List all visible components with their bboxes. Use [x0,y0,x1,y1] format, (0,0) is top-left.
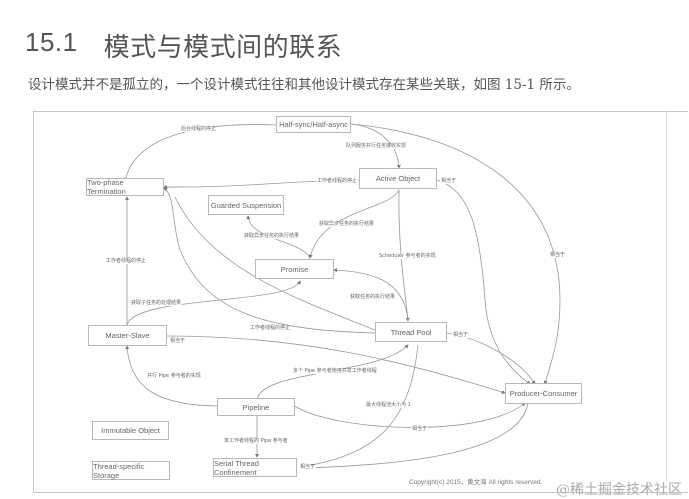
edge-label: 多个 Pipe 参与者使用共享工作者线程 [292,368,378,374]
section-heading: 15.1 模式与模式间的联系 [25,27,342,64]
edge-activeobject-producer [436,179,531,385]
edge-label: 相当于 [169,338,187,344]
edge-threadpool-serial [299,344,419,469]
intro-paragraph: 设计模式并不是孤立的，一个设计模式往往和其他设计模式存在某些关联，如图 15-1… [28,77,580,93]
node-two-phase-termination: Two-phase Termination [86,178,164,196]
node-producer-consumer: Producer-Consumer [505,383,582,404]
section-title: 模式与模式间的联系 [103,33,343,63]
node-immutable-object: Immutable Object [92,421,169,440]
figure-copyright: Copyright(c) 2015，黄文海 All rights reserve… [409,479,543,486]
node-thread-specific-storage: Thread-specific Storage [92,461,170,480]
edge-label: 工作者线程的停止 [316,178,359,184]
figure-frame [33,111,688,493]
edge-twophase-threadpool-curve [174,196,376,331]
edge-label: 获取异步任务的执行结果 [243,233,301,239]
node-promise: Promise [255,259,334,279]
edge-halfsync-twophase [123,124,277,182]
section-number: 15.1 [25,27,78,57]
edge-label: Scheduler 参与者的实现 [378,253,437,259]
node-guarded-suspension: Guarded Suspension [208,195,284,215]
edge-halfsync-activeobject [350,123,401,169]
edge-producer-serial [299,402,529,470]
node-half-sync-half-async: Half-sync/Half-async [276,116,351,133]
edge-label: 相当于 [549,252,567,258]
edge-label: 相当于 [452,332,470,338]
edge-halfsync-producer [350,123,561,385]
edge-label: 相当于 [440,178,458,184]
edge-promise-guarded [246,215,311,259]
edge-label: 获取子任务的处理结果 [130,300,183,306]
node-pipeline: Pipeline [217,398,295,416]
edge-masterslave-promise [126,280,301,326]
edge-pipeline-producer [294,402,526,428]
node-thread-pool: Thread Pool [375,322,447,342]
edge-threadpool-promise [333,268,409,322]
edge-label: 工作者线程的停止 [249,325,292,331]
edge-label: 后台线程的停止 [180,126,218,132]
edge-activeobject-promise [308,189,400,259]
edge-threadpool-producer [446,332,536,385]
edge-label: 并行 Pipe 参与者的实现 [146,373,202,379]
node-master-slave: Master-Slave [88,325,167,346]
edge-threadpool-twophase [163,187,376,334]
edge-label: 获取任务的执行结果 [349,294,397,300]
edge-label: 工作者线程的停止 [105,258,148,264]
edge-label: 相当于 [411,426,429,432]
watermark: @稀土掘金技术社区 [556,482,682,498]
edge-label: 获取异步任务的执行结果 [318,221,376,227]
node-active-object: Active Object [359,168,437,189]
edge-masterslave-producer [166,335,506,394]
edge-label: 相当于 [299,464,317,470]
edge-label: 最大线程池大小为 1 [365,402,412,408]
edge-pipeline-masterslave [125,345,218,407]
edge-activeobject-threadpool [398,189,410,322]
figure-right-border [666,111,667,481]
node-serial-thread-confinement: Serial Thread Confinement [213,458,297,477]
edge-label: 队列服务并行任务接收实现 [345,143,408,149]
edge-label: 单工作者线程的 Pipe 参与者 [223,438,289,444]
